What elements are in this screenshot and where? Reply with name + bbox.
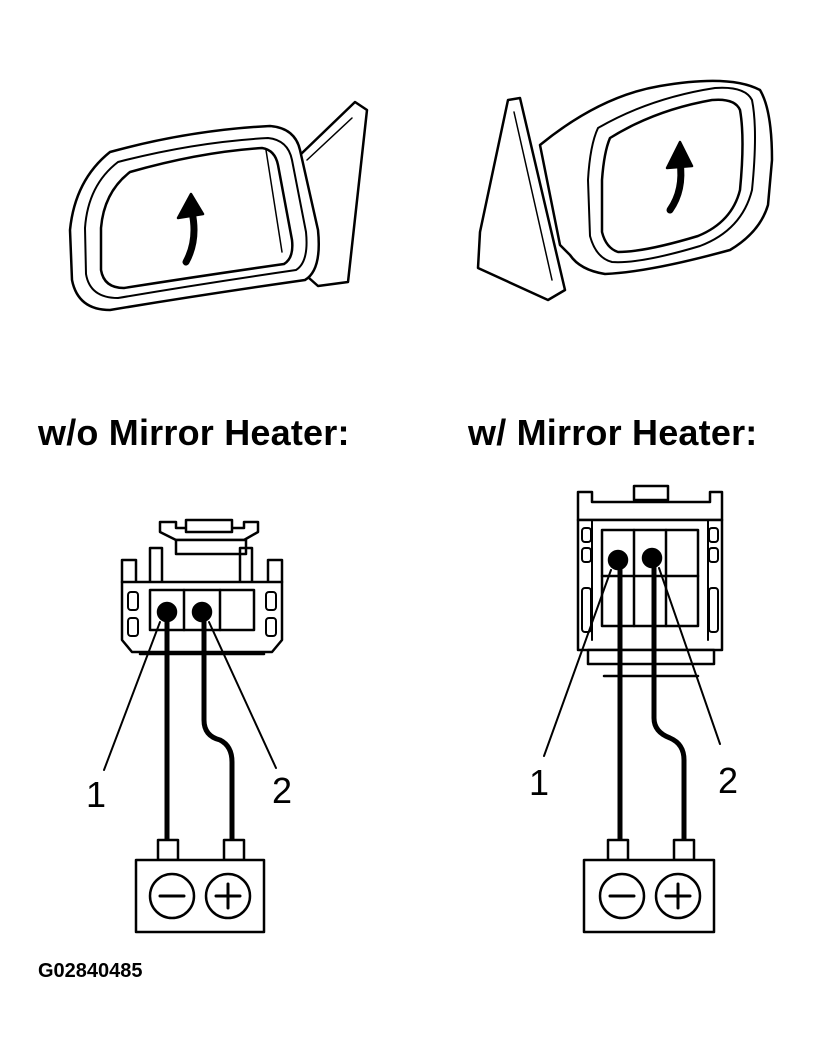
connector-without-heater [103, 518, 284, 847]
terminal-dot-1 [607, 549, 629, 571]
terminal-dot-2 [191, 601, 213, 623]
battery-left [134, 838, 266, 934]
connector-with-heater [543, 484, 724, 843]
figure-code: G02840485 [38, 960, 143, 982]
terminal-label-1-without-heater: 1 [86, 774, 107, 815]
terminal-label-2-with-heater: 2 [718, 760, 739, 801]
heading-with-heater: w/ Mirror Heater: [468, 412, 758, 453]
terminal-label-2-without-heater: 2 [272, 770, 293, 811]
right-mirror-illustration [476, 79, 774, 302]
terminal-label-1-with-heater: 1 [529, 762, 550, 803]
battery-right [582, 838, 716, 934]
left-mirror-illustration [68, 100, 369, 312]
heading-without-heater: w/o Mirror Heater: [38, 412, 350, 453]
terminal-dot-2 [641, 547, 663, 569]
